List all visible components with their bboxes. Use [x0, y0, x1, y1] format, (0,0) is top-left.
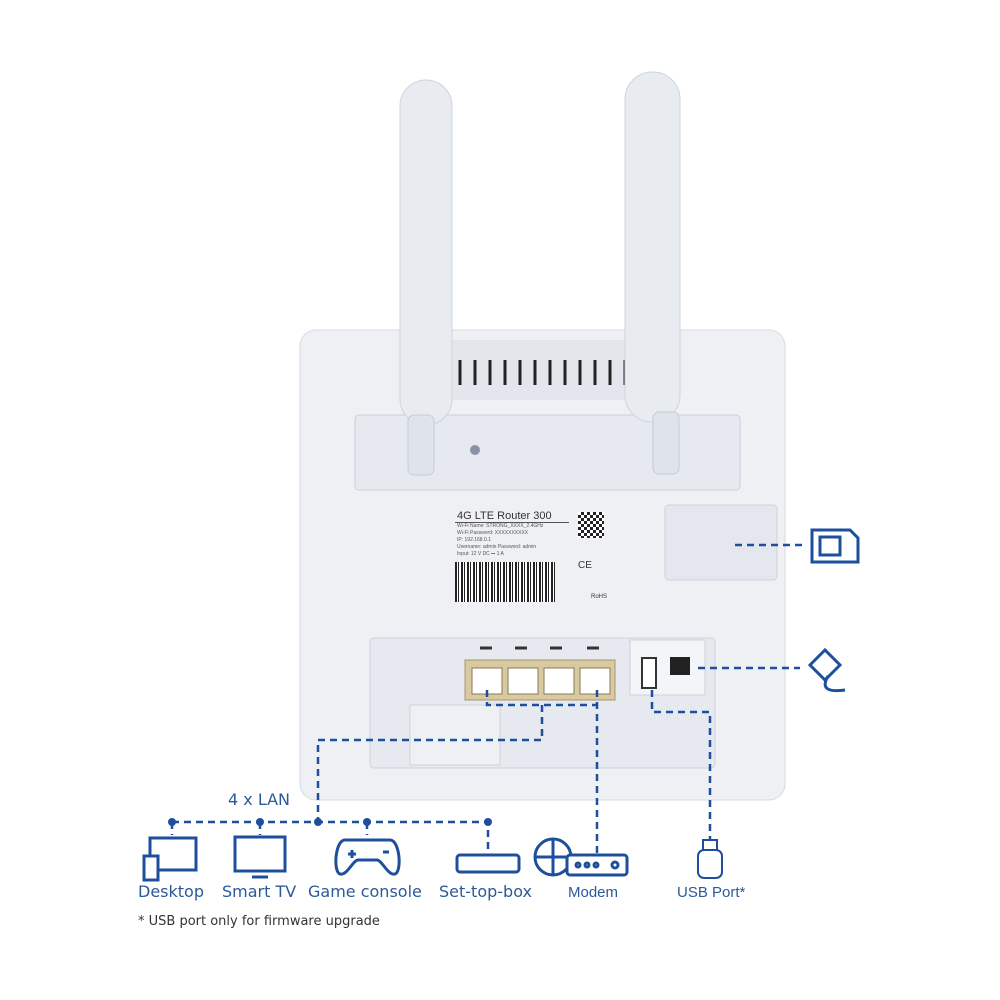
gamepad-icon	[334, 838, 401, 876]
rohs-mark: RoHS	[591, 594, 608, 600]
qr-code	[578, 512, 604, 538]
router-model: 4G LTE Router 300	[455, 510, 569, 523]
label-line: Wi-Fi Name: STRONG_XXXX_2.4GHz	[457, 523, 544, 529]
barcodes	[455, 562, 555, 602]
desktop-icon	[142, 836, 198, 882]
router-label-sticker: 4G LTE Router 300 Wi-Fi Name: STRONG_XXX…	[455, 510, 608, 620]
tv-icon	[233, 835, 287, 879]
sim-slot-cover	[664, 504, 778, 581]
ce-mark: CE	[578, 560, 592, 571]
device-label-game-console: Game console	[308, 882, 422, 901]
label-line: Wi-Fi Password: XXXXXXXXXX	[457, 530, 529, 536]
label-line: Username: admin Password: admin	[457, 544, 537, 550]
power-plug-icon	[807, 647, 846, 693]
antenna-right	[624, 71, 681, 475]
modem-globe-icon	[533, 837, 629, 877]
antenna-left	[399, 79, 453, 476]
dc-power-port	[670, 657, 690, 675]
usb-port	[641, 657, 657, 689]
lan-label: 4 x LAN	[228, 790, 291, 809]
device-label-smart-tv: Smart TV	[222, 882, 297, 901]
set-top-box-icon	[455, 853, 521, 874]
usb-stick-icon	[697, 839, 723, 879]
footnote: * USB port only for firmware upgrade	[138, 914, 380, 929]
device-label-set-top-box: Set-top-box	[439, 882, 532, 901]
sim-card-icon	[810, 528, 860, 564]
label-line: Input: 12 V DC ⎓ 1 A	[457, 551, 504, 557]
device-label-modem: Modem	[568, 884, 619, 901]
label-line: IP: 192.168.0.1	[457, 537, 491, 543]
device-label-desktop: Desktop	[138, 882, 204, 901]
device-label-usb-port: USB Port*	[677, 884, 746, 901]
